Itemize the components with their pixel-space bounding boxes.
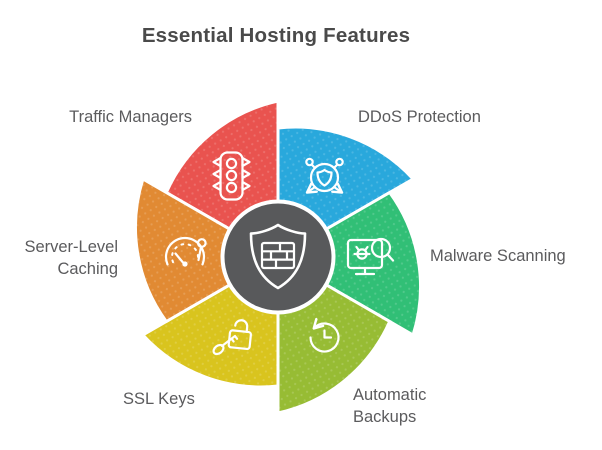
petal-texture-malware-scanning bbox=[278, 192, 421, 335]
label-traffic-managers: Traffic Managers bbox=[69, 108, 192, 126]
page-title: Essential Hosting Features bbox=[141, 23, 411, 47]
label-automatic-backups: Automatic Backups bbox=[353, 386, 427, 426]
petal-texture-server-level-caching bbox=[135, 179, 278, 322]
label-server-level-caching: Server-Level Caching bbox=[24, 238, 118, 278]
label-ssl-keys: SSL Keys bbox=[123, 390, 195, 408]
firewall-shield-icon bbox=[249, 223, 307, 290]
label-malware-scanning: Malware Scanning bbox=[430, 247, 566, 265]
label-ddos-protection: DDoS Protection bbox=[358, 108, 481, 126]
center-hub bbox=[220, 199, 336, 315]
hub-circle bbox=[224, 203, 332, 311]
